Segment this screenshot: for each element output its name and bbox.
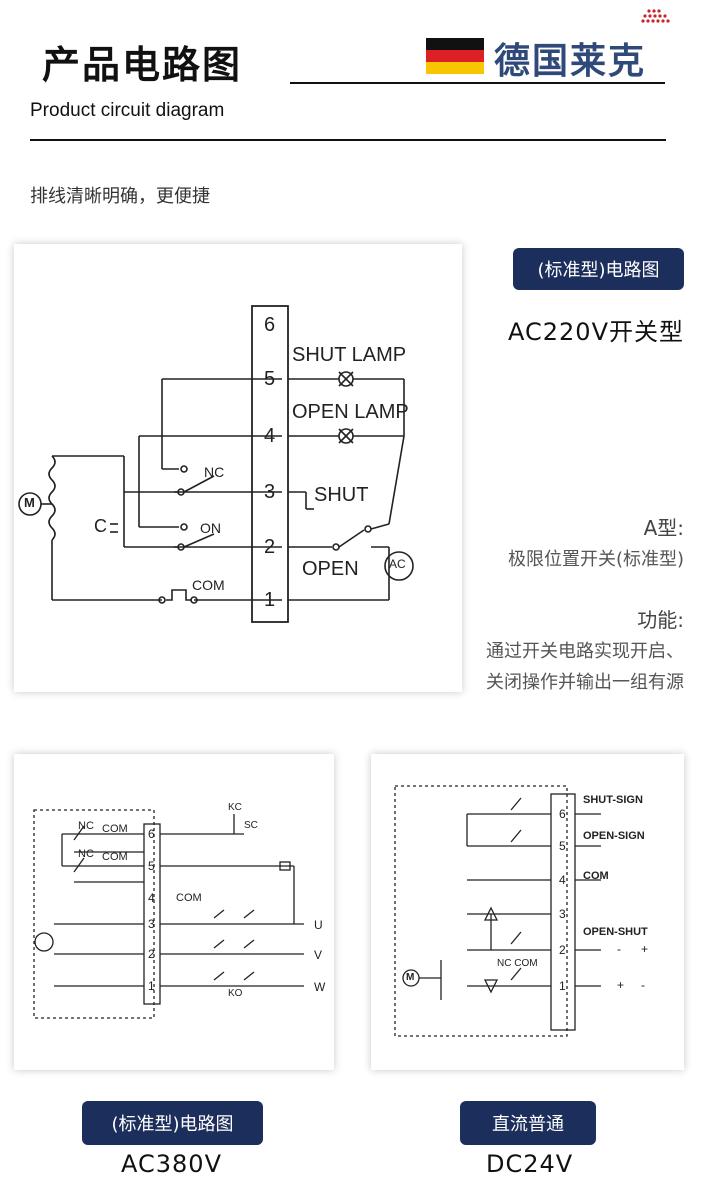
brand-dots-logo (641, 9, 670, 23)
shut-label: SHUT (314, 484, 369, 506)
com-label-1: COM (102, 823, 128, 835)
germany-flag-icon (426, 38, 484, 74)
function-line-2: 关闭操作并输出一组有源 (486, 672, 684, 693)
nc-label-1: NC (78, 820, 94, 832)
description-text: 排线清晰明确，更便捷 (30, 186, 210, 207)
terminal-label-6: 6 (264, 314, 276, 336)
terminal-label-3: 3 (264, 481, 276, 503)
minus-label-2: - (641, 978, 645, 992)
dc-normal-badge: 直流普通 (460, 1101, 596, 1145)
terminal-label-2: 2 (148, 947, 155, 961)
function-heading: 功能: (637, 608, 684, 632)
circuit-diagram-dc24v: 6 5 4 3 2 1 SHUT-SIGN OPEN-SIGN COM OPEN… (371, 754, 684, 1070)
open-lamp-label: OPEN LAMP (292, 401, 409, 423)
terminal-label-4: 4 (559, 873, 566, 887)
com-label-2: COM (102, 851, 128, 863)
open-label: OPEN (302, 558, 359, 580)
phase-v-label: V (314, 948, 323, 962)
function-line-1: 通过开关电路实现开启、 (486, 641, 684, 662)
nc-label-2: NC (78, 848, 94, 860)
page-subtitle: Product circuit diagram (30, 100, 225, 121)
standard-type-badge-1: (标准型)电路图 (513, 248, 684, 290)
motor-label: M (406, 972, 415, 983)
terminal-label-3: 3 (559, 907, 566, 921)
type-heading: A型: (643, 516, 684, 540)
terminal-label-2: 2 (264, 536, 276, 558)
motor-label: M (24, 495, 35, 510)
terminal-label-3: 3 (148, 917, 155, 931)
terminal-label-5: 5 (559, 839, 566, 853)
voltage-dc24v: DC24V (486, 1150, 574, 1178)
nc-label: NC (204, 464, 225, 480)
open-sign-label: OPEN-SIGN (583, 830, 645, 842)
standard-type-badge-2: (标准型)电路图 (82, 1101, 263, 1145)
nc-com-label: NC COM (497, 958, 538, 969)
open-shut-label: OPEN-SHUT (583, 926, 648, 938)
terminal-label-5: 5 (148, 859, 155, 873)
brand-name: 德国莱克 (494, 41, 647, 82)
subtitle-divider (30, 139, 666, 141)
shut-sign-label: SHUT-SIGN (583, 794, 643, 806)
capacitor-label: C (94, 516, 107, 536)
terminal-label-5: 5 (264, 368, 276, 390)
ac-source-label: AC (389, 557, 406, 571)
sc-label: SC (244, 820, 258, 831)
terminal-label-1: 1 (264, 589, 276, 611)
terminal-label-1: 1 (148, 979, 155, 993)
terminal-label-4: 4 (148, 891, 155, 905)
page-title: 产品电路图 (42, 43, 243, 87)
phase-u-label: U (314, 918, 323, 932)
terminal-label-6: 6 (559, 807, 566, 821)
type-text: 极限位置开关(标准型) (507, 549, 684, 570)
com-label: COM (583, 870, 609, 882)
header-divider (290, 82, 665, 84)
terminal-label-2: 2 (559, 943, 566, 957)
on-label: ON (200, 520, 221, 536)
plus-label-1: + (641, 942, 649, 956)
terminal-label-4: 4 (264, 425, 276, 447)
plus-label-2: + (617, 978, 625, 992)
phase-w-label: W (314, 980, 326, 994)
minus-label-1: - (617, 942, 621, 956)
shut-lamp-label: SHUT LAMP (292, 344, 407, 366)
com-label: COM (192, 577, 225, 593)
com-label-3: COM (176, 892, 202, 904)
circuit-diagram-ac380v: 6 5 4 3 2 1 NC COM NC COM COM KC KO SC U… (14, 754, 334, 1070)
voltage-ac380v: AC380V (121, 1150, 222, 1178)
circuit-diagram-ac220v: 6 5 4 3 2 1 SHUT LAMP OPEN LAMP NC ON CO… (14, 244, 462, 692)
ko-label: KO (228, 988, 243, 999)
terminal-label-1: 1 (559, 979, 566, 993)
terminal-label-6: 6 (148, 827, 155, 841)
voltage-ac220v: AC220V开关型 (508, 318, 684, 346)
kc-label: KC (228, 802, 242, 813)
